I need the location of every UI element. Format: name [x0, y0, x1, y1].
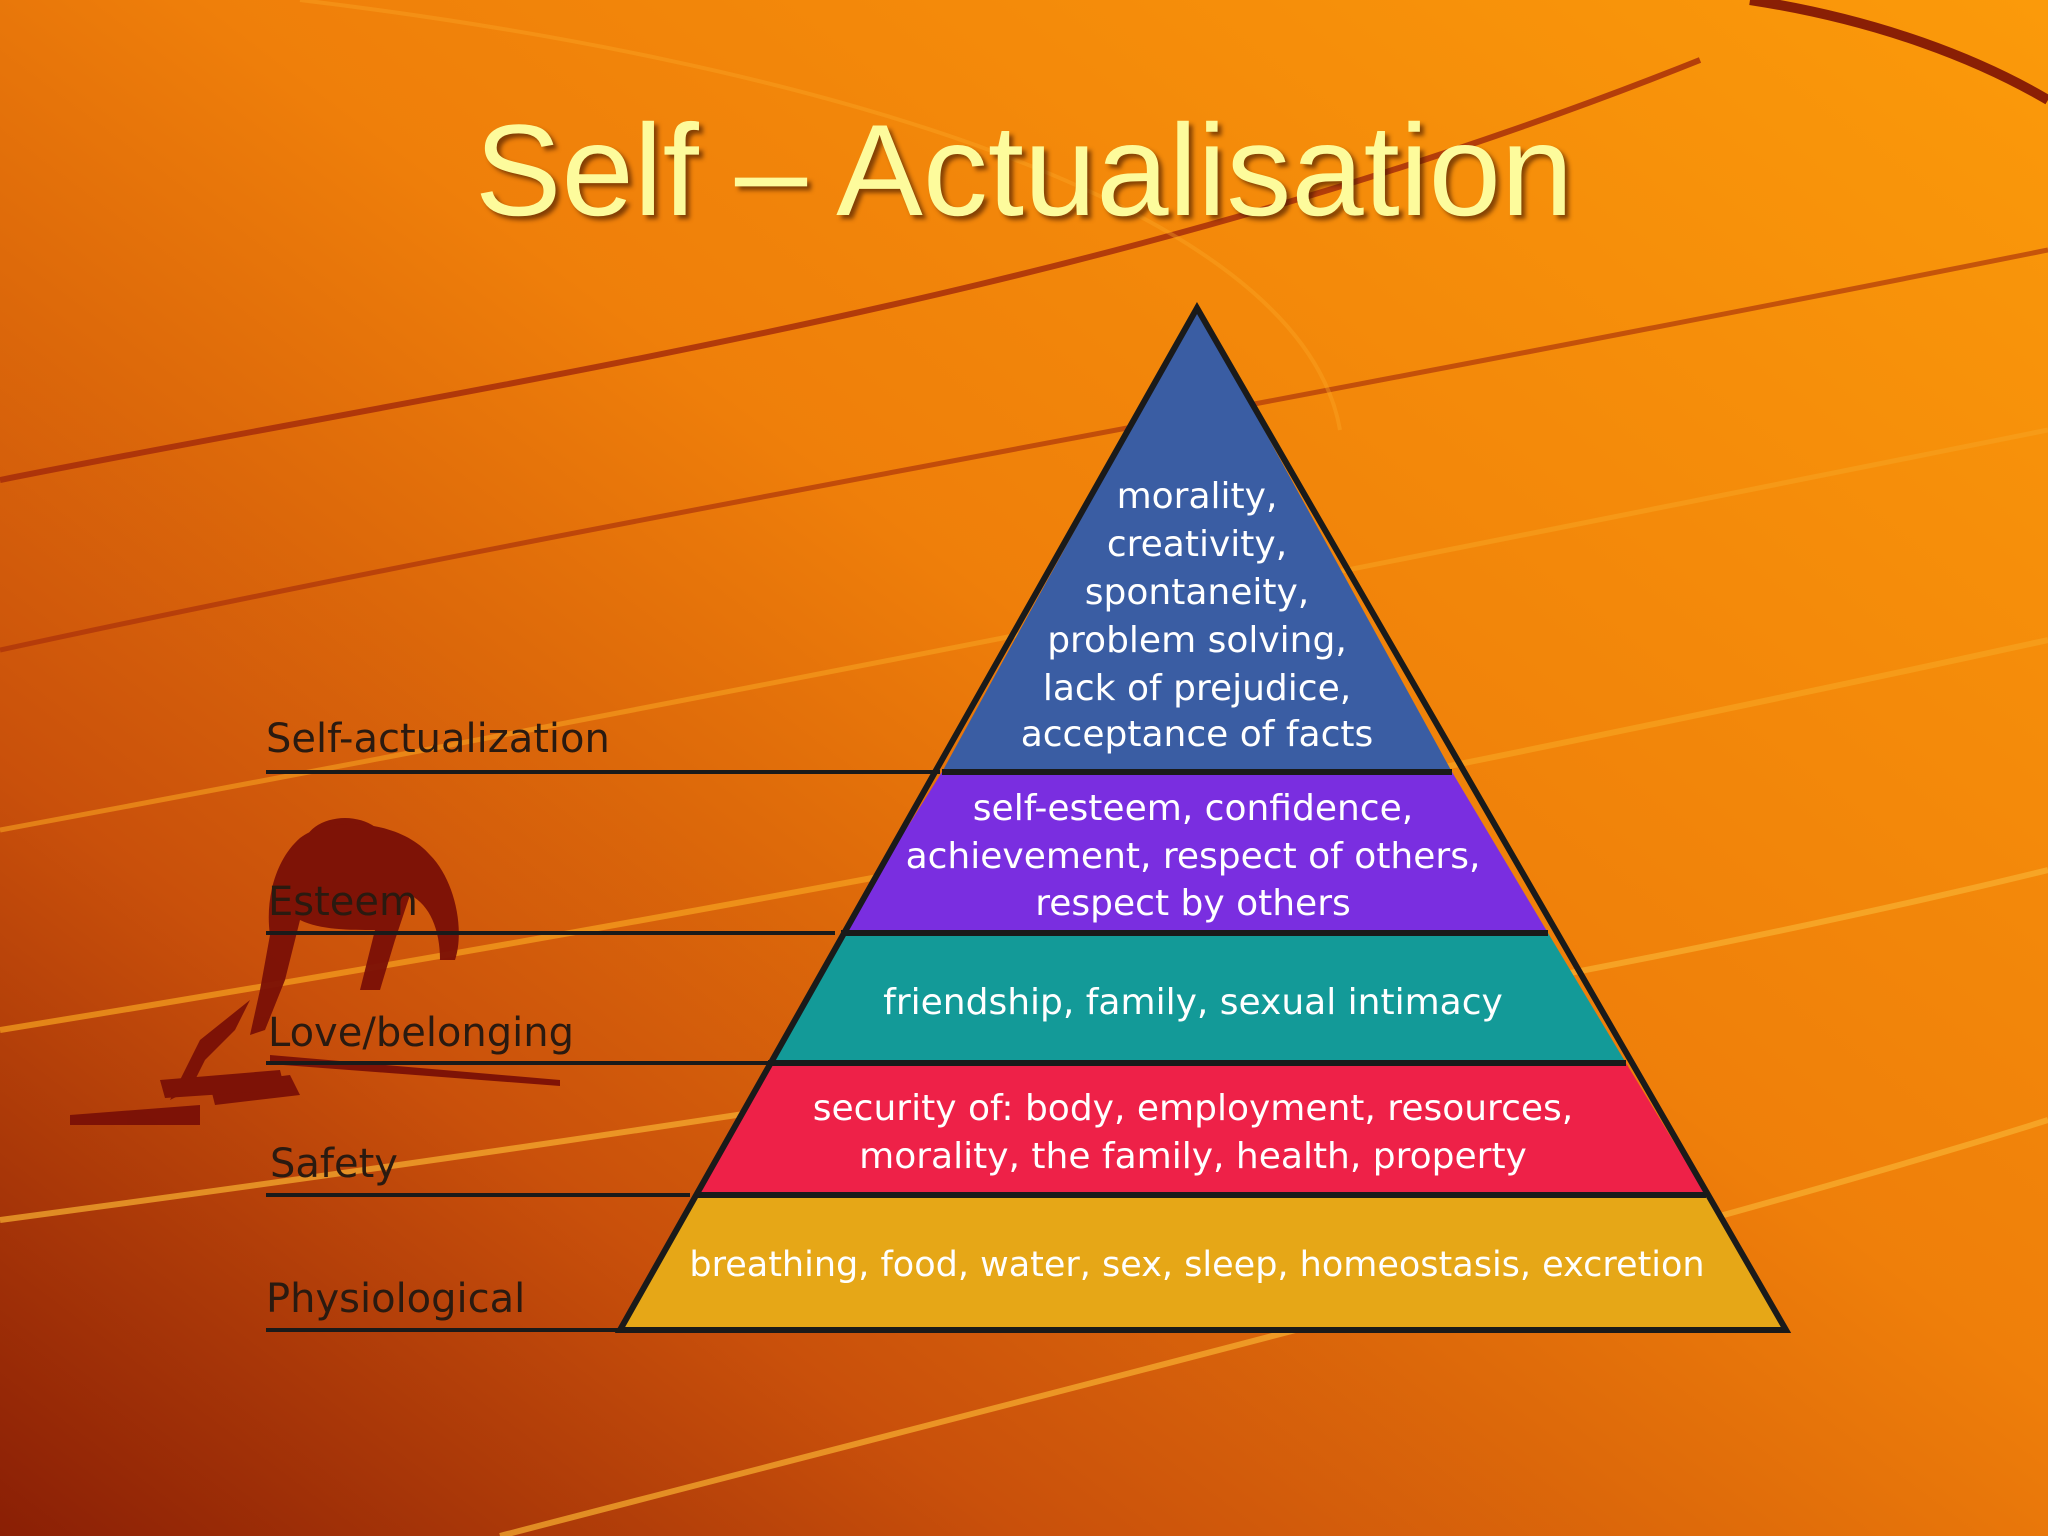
self-actualization-line: creativity, [1107, 524, 1287, 565]
level-label-self-actualization: Self-actualization [266, 716, 610, 762]
level-label-love-belonging: Love/belonging [268, 1010, 574, 1056]
pyramid-band-esteem [841, 772, 1548, 933]
esteem-line: self-esteem, confidence, [973, 788, 1413, 829]
self-actualization-line: morality, [1117, 476, 1278, 517]
self-actualization-line: lack of prejudice, [1043, 668, 1351, 709]
esteem-line: achievement, respect of others, [906, 836, 1481, 877]
self-actualization-line: problem solving, [1047, 620, 1347, 661]
love-belonging-line: friendship, family, sexual intimacy [883, 982, 1503, 1023]
esteem-line: respect by others [1035, 883, 1351, 924]
slide-title: Self – Actualisation [474, 97, 1574, 243]
pyramid-band-self-actualization [942, 308, 1452, 772]
pyramid-outline [614, 301, 1792, 1333]
self-actualization-line: acceptance of facts [1021, 714, 1374, 755]
level-label-physiological: Physiological [266, 1276, 525, 1322]
pyramid-band-love-belonging [768, 933, 1626, 1063]
safety-line: security of: body, employment, resources… [813, 1088, 1573, 1129]
physiological-line: breathing, food, water, sex, sleep, home… [689, 1245, 1704, 1285]
level-label-esteem: Esteem [268, 879, 418, 925]
pyramid-band-safety [695, 1063, 1706, 1195]
pyramid-band-physiological [620, 1195, 1786, 1330]
self-actualization-line: spontaneity, [1085, 572, 1309, 613]
level-label-safety: Safety [270, 1141, 398, 1187]
sprinter-silhouette-icon [70, 818, 560, 1125]
safety-line: morality, the family, health, property [859, 1136, 1527, 1177]
